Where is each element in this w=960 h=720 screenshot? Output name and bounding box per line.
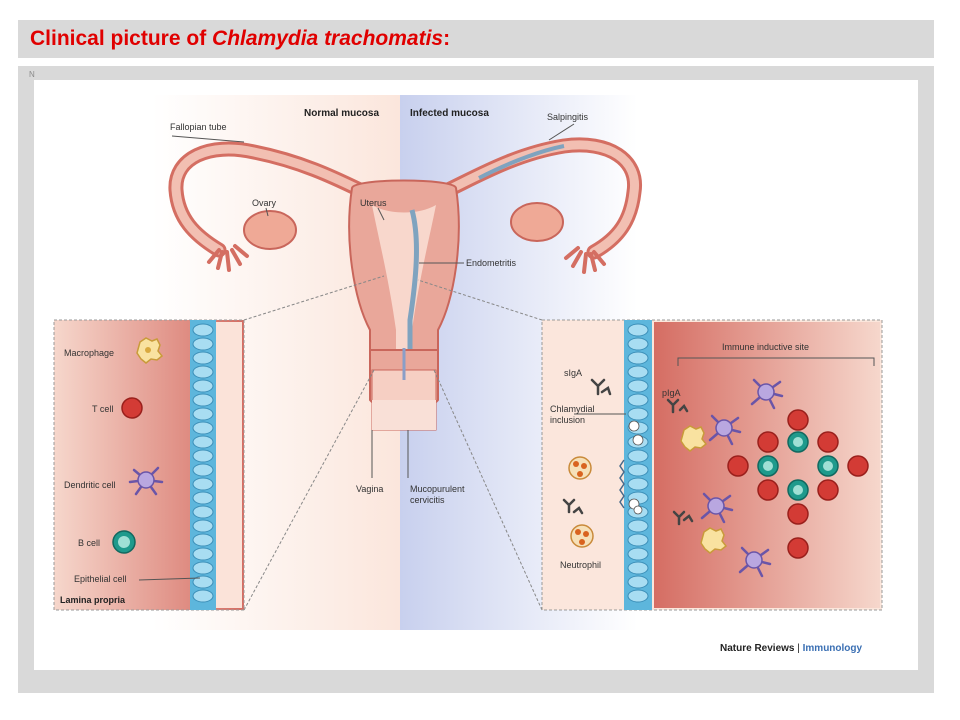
piga-icon	[666, 398, 689, 414]
siga-icon	[590, 378, 612, 396]
b-cell-label: B cell	[78, 538, 100, 548]
immune-inductive-site-label: Immune inductive site	[722, 342, 809, 352]
siga-label: sIgA	[564, 368, 582, 378]
title-prefix: Clinical picture of	[30, 27, 213, 50]
title-bar: Clinical picture of Chlamydia trachomati…	[18, 20, 934, 58]
neutrophil-icon-2	[570, 524, 594, 548]
corner-mark: N	[29, 70, 35, 79]
chlamydial-inclusion-label: Chlamydial	[550, 404, 595, 414]
credit-section: Immunology	[803, 643, 863, 654]
neutrophil-label: Neutrophil	[560, 560, 601, 570]
left-epithelium	[190, 320, 216, 610]
left-fimbriae	[207, 244, 249, 272]
endometritis-label: Endometritis	[466, 258, 517, 268]
normal-mucosa-header: Normal mucosa	[304, 108, 379, 119]
uterus-label: Uterus	[360, 198, 387, 208]
tissue-t-cell-icons	[727, 409, 869, 559]
credit-journal: Nature Reviews	[720, 643, 795, 654]
uterine-cavity	[372, 205, 436, 360]
lamina-propria-label: Lamina propria	[60, 595, 126, 605]
t-cell-icon	[121, 397, 143, 419]
credit-separator: |	[794, 643, 802, 654]
dendritic-cell-label: Dendritic cell	[64, 480, 116, 490]
salpingitis-lesion	[478, 144, 565, 180]
cervicitis-label: cervicitis	[410, 495, 445, 505]
tissue-b-cell-icons	[757, 431, 839, 501]
neutrophil-icon	[568, 456, 592, 480]
left-ovary	[243, 210, 297, 250]
dendritic-cell-icon	[128, 466, 164, 496]
title-italic: Chlamydia trachomatis	[212, 27, 444, 50]
credit-line: Nature Reviews | Immunology	[720, 643, 863, 654]
piga-label: pIgA	[662, 388, 681, 398]
tissue-macrophage-icon-2	[700, 527, 728, 554]
antibody-icon	[562, 498, 584, 515]
salpingitis-label: Salpingitis	[547, 112, 589, 122]
b-cell-icon	[112, 530, 136, 554]
vagina-label: Vagina	[356, 484, 383, 494]
fallopian-tube-label: Fallopian tube	[170, 122, 227, 132]
slide-title: Clinical picture of Chlamydia trachomati…	[30, 27, 450, 51]
tissue-macrophage-icon	[680, 425, 708, 452]
endometritis-lesion	[407, 209, 419, 366]
figure-panel: Normal mucosa Infected mucosa Fallopian …	[34, 80, 918, 670]
ovary-label: Ovary	[252, 198, 277, 208]
macrophage-label: Macrophage	[64, 348, 114, 358]
right-inset: Immune inductive site	[541, 319, 883, 611]
mucopurulent-label: Mucopurulent	[410, 484, 465, 494]
zoom-lines	[243, 275, 543, 611]
left-inset: Macrophage T cell Dendritic cell B cell …	[53, 319, 245, 611]
right-epithelium	[619, 320, 652, 610]
chlamydial-inclusion-icons	[628, 420, 644, 515]
t-cell-label: T cell	[92, 404, 113, 414]
right-fimbriae	[564, 246, 606, 274]
macrophage-icon	[136, 337, 164, 364]
anatomy-diagram: Normal mucosa Infected mucosa Fallopian …	[53, 95, 883, 654]
epithelial-cell-label: Epithelial cell	[74, 574, 127, 584]
inclusion-label: inclusion	[550, 415, 585, 425]
damaged-epithelium	[619, 459, 625, 509]
right-ovary	[510, 202, 564, 242]
antibody-icon-2	[672, 510, 694, 526]
infected-mucosa-header: Infected mucosa	[410, 108, 489, 119]
title-suffix: :	[443, 27, 451, 50]
inductive-site-bracket	[677, 357, 875, 366]
